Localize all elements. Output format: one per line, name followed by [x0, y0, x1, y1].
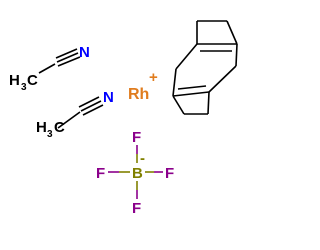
fluorine-left-label: F: [96, 165, 105, 182]
acetonitrile-2-methyl-c-label: C: [54, 119, 65, 136]
structure-canvas: H 3 C N N H 3 C Rh +: [9, 20, 238, 217]
acetonitrile-1-methyl-h-label: H: [9, 72, 20, 89]
acetonitrile-2-nitrogen-label: N: [103, 89, 114, 106]
acetonitrile-1-methyl-subscript: 3: [21, 82, 27, 93]
acetonitrile-2-methyl-h-label: H: [36, 119, 47, 136]
acetonitrile-1-triple-bond: [55, 48, 81, 67]
fluorine-top-label: F: [132, 129, 141, 146]
acetonitrile-1-c-c-bond: [38, 63, 56, 74]
acetonitrile-1-nitrogen-label: N: [79, 44, 90, 61]
chemical-structure-drawing: H 3 C N N H 3 C Rh +: [9, 20, 238, 217]
acetonitrile-2-c-c-bond: [57, 111, 81, 129]
rhodium-charge: +: [149, 69, 158, 86]
rhodium-cation: Rh +: [128, 69, 158, 103]
cyclooctadiene-ring: [172, 20, 238, 115]
boron-label: B: [132, 165, 143, 182]
acetonitrile-2-triple-bond: [78, 96, 104, 116]
fluorine-right-label: F: [165, 165, 174, 182]
tetrafluoroborate-anion: B - F F F F: [96, 129, 174, 217]
acetonitrile-molecule-1: H 3 C N: [9, 44, 90, 93]
boron-charge: -: [140, 150, 145, 167]
acetonitrile-1-methyl-c-label: C: [27, 72, 38, 89]
acetonitrile-molecule-2: N H 3 C: [36, 89, 114, 140]
fluorine-bottom-label: F: [132, 200, 141, 217]
acetonitrile-2-methyl-subscript: 3: [47, 129, 53, 140]
rhodium-label: Rh: [128, 86, 149, 103]
